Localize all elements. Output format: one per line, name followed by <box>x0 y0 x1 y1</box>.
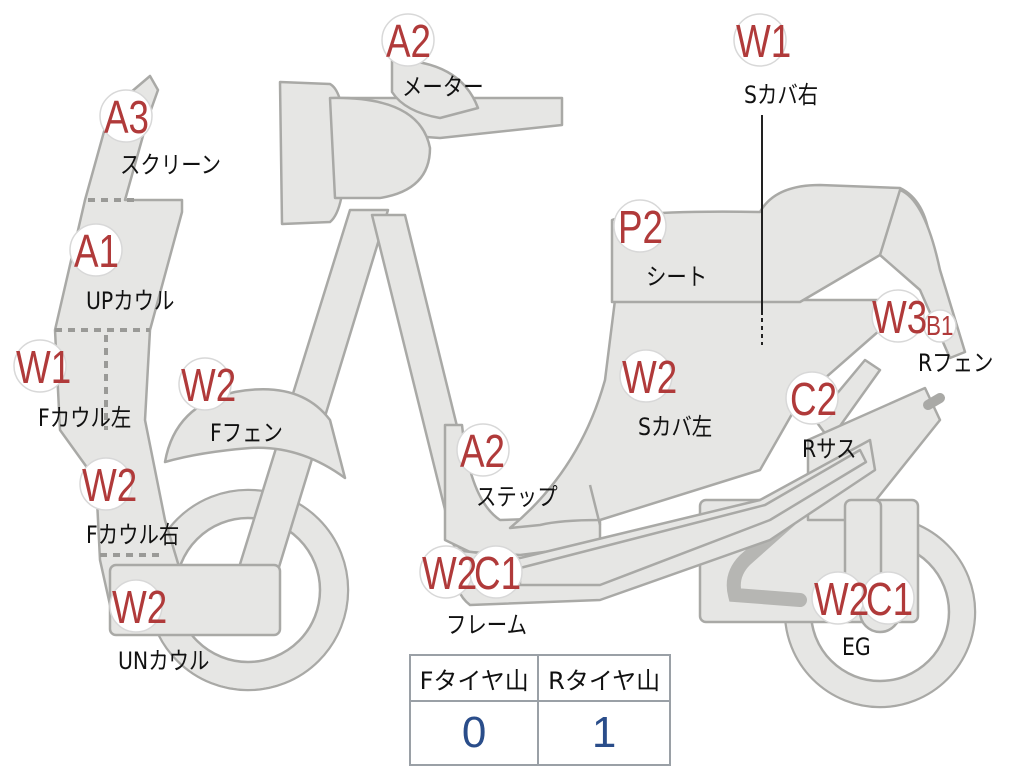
grade-side-cover-right: W1 <box>736 15 792 67</box>
grade-rear-fender: W3 <box>872 291 928 343</box>
tire-tread-table: Fタイヤ山 Rタイヤ山 0 1 <box>408 654 671 766</box>
part-name-front-cowl-left: Fカウル左 <box>38 404 132 432</box>
grade-front-fender: W2 <box>181 359 237 411</box>
part-name-rear-fender: Rフェン <box>918 349 994 377</box>
part-name-under-cowl: UNカウル <box>118 647 210 675</box>
part-name-side-cover-right: Sカバ右 <box>744 81 819 109</box>
grade-seat: P2 <box>618 201 664 253</box>
part-name-engine: EG <box>842 633 871 661</box>
grade-meter: A2 <box>386 15 432 67</box>
grade-front-cowl-left: W1 <box>16 341 72 393</box>
meter-housing <box>390 58 480 120</box>
grade-frame-secondary: C1 <box>474 547 522 599</box>
part-name-seat: シート <box>646 263 708 291</box>
badge-backgrounds <box>13 13 957 633</box>
part-name-meter: メーター <box>402 73 484 101</box>
grade-engine-secondary: C1 <box>866 573 914 625</box>
grade-side-cover-left: W2 <box>622 351 678 403</box>
handle-cover <box>328 96 432 200</box>
grade-screen: A3 <box>104 91 150 143</box>
grade-engine: W2 <box>814 573 870 625</box>
side-cover-seam <box>588 484 602 526</box>
part-name-up-cowl: UPカウル <box>86 287 175 315</box>
front-cowl <box>53 74 184 607</box>
rear-tire-header: Rタイヤ山 <box>537 654 671 702</box>
tire-table-header-row: Fタイヤ山 Rタイヤ山 <box>408 654 671 702</box>
rear-tire-value: 1 <box>537 700 671 766</box>
part-name-side-cover-left: Sカバ左 <box>638 413 713 441</box>
grade-step: A2 <box>460 425 506 477</box>
part-name-front-fender: Fフェン <box>210 419 283 447</box>
grade-frame: W2 <box>422 547 478 599</box>
part-name-step: ステップ <box>476 483 558 511</box>
frame-inner <box>518 448 868 587</box>
part-name-frame: フレーム <box>446 611 527 639</box>
front-tire-value: 0 <box>408 700 540 766</box>
part-name-screen: スクリーン <box>120 151 221 179</box>
muffler-pipe <box>726 513 807 607</box>
part-name-rear-suspension: Rサス <box>802 435 857 463</box>
front-tire-header: Fタイヤ山 <box>408 654 540 702</box>
grade-under-cowl: W2 <box>112 581 168 633</box>
grade-front-cowl-right: W2 <box>82 459 138 511</box>
grade-rear-fender-secondary: B1 <box>926 310 954 341</box>
grade-rear-suspension: C2 <box>790 373 838 425</box>
part-name-front-cowl-right: Fカウル右 <box>86 521 180 549</box>
tire-table-value-row: 0 1 <box>408 700 671 766</box>
air-box-stub <box>923 393 945 410</box>
grade-up-cowl: A1 <box>74 225 120 277</box>
